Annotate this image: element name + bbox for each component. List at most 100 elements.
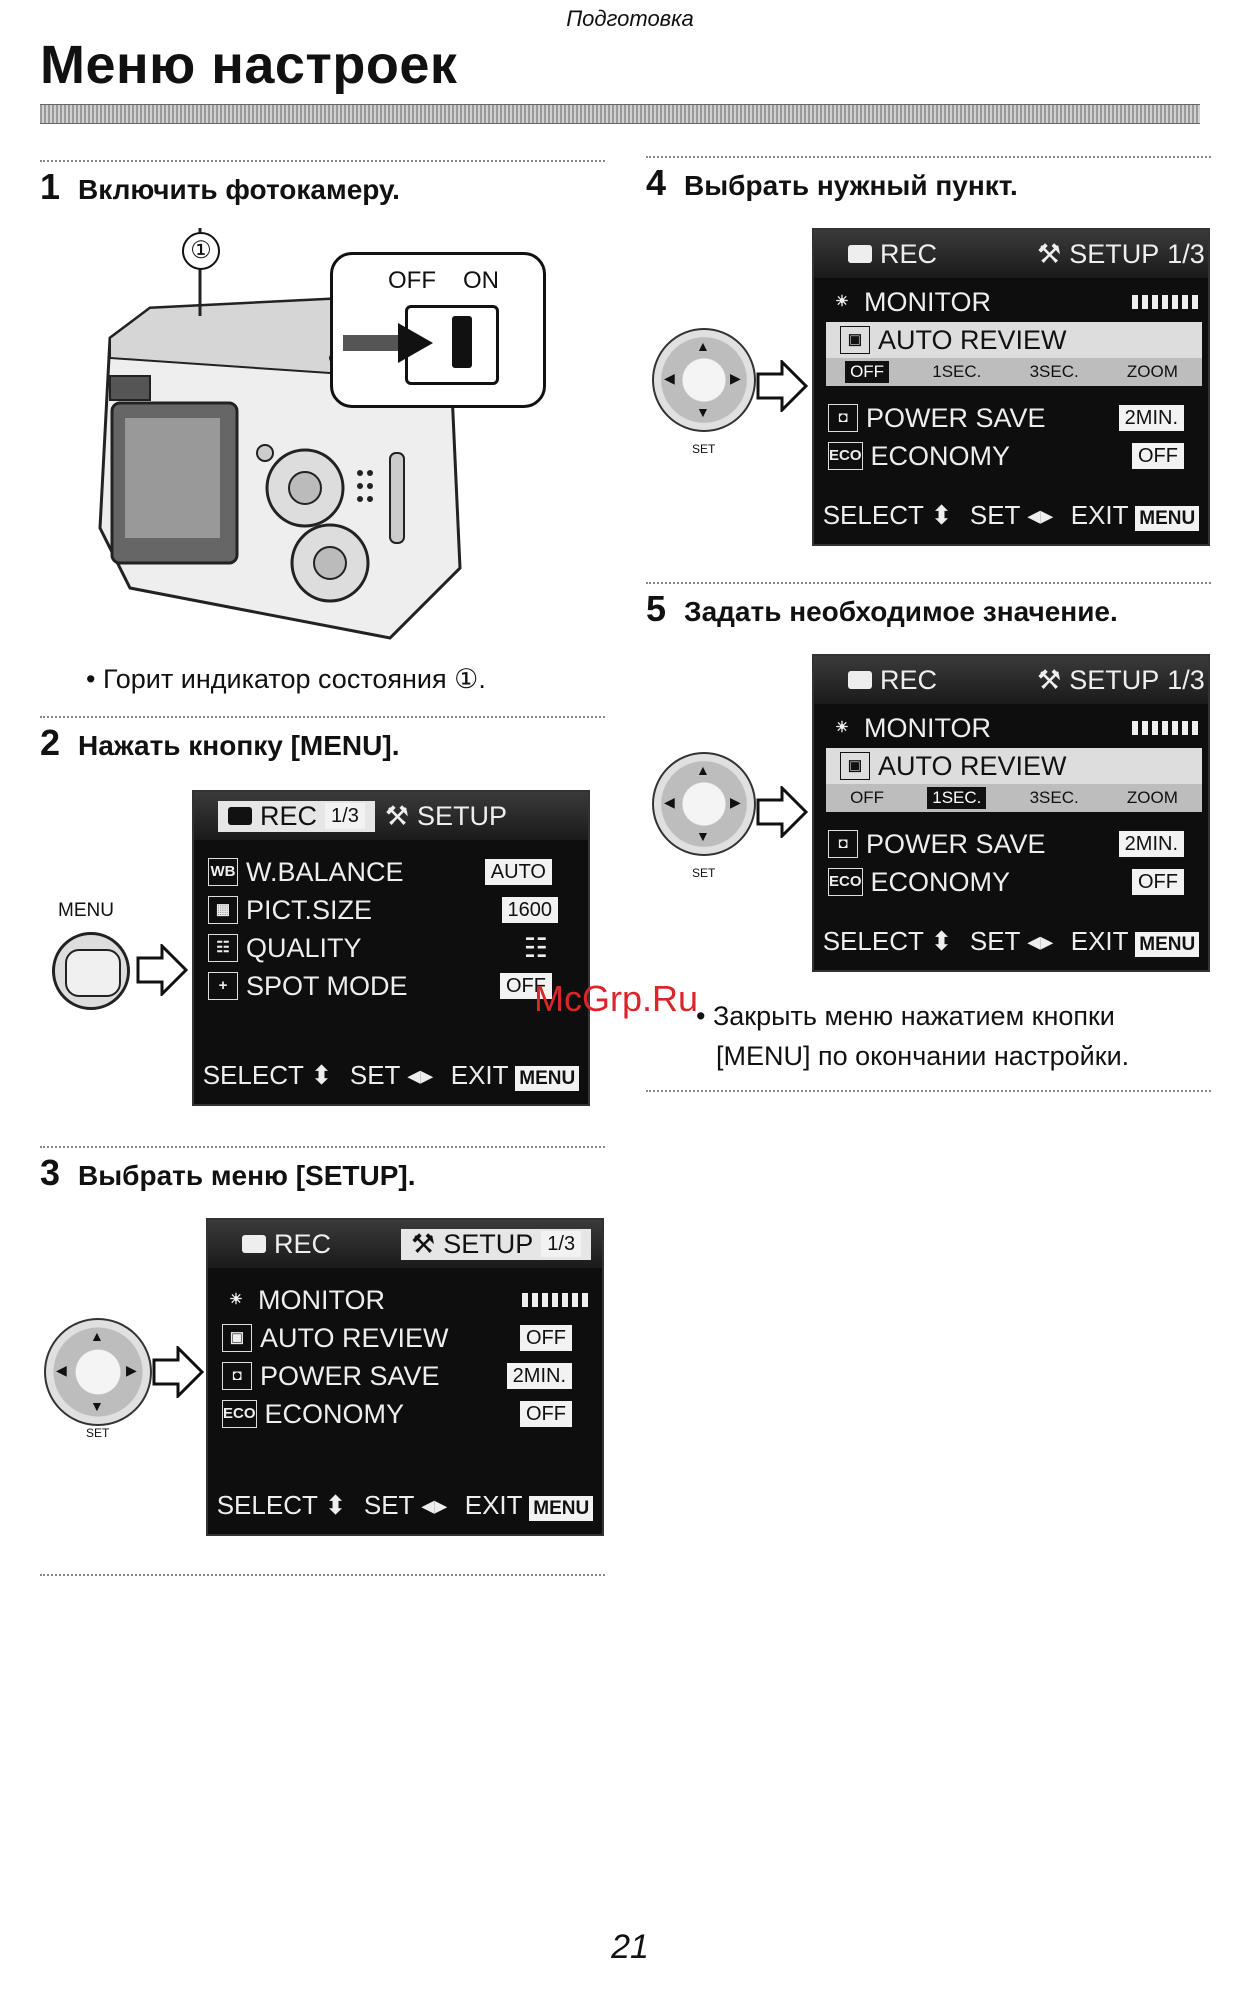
step-4: 4 Выбрать нужный пункт. (646, 162, 1018, 204)
tab-setup: ⚒SETUP (384, 800, 508, 831)
tab-rec: REC (232, 1229, 341, 1260)
quality-icon: ☷ (208, 934, 238, 962)
arrow-right-icon (756, 786, 808, 838)
divider (40, 160, 605, 162)
monitor-level-icon (1132, 295, 1198, 309)
camera-icon (242, 1235, 266, 1253)
title-rule (40, 104, 1200, 124)
dial-set-label: SET (692, 866, 716, 880)
menu-row-selected: ▣AUTO REVIEW (826, 322, 1202, 358)
step-number: 2 (40, 722, 61, 763)
tab-rec: REC (838, 239, 947, 270)
step-1: 1 Включить фотокамеру. (40, 166, 400, 208)
menu-button (52, 932, 130, 1010)
section-header: Подготовка (566, 6, 694, 31)
auto-review-icon: ▣ (222, 1324, 252, 1352)
step-number: 5 (646, 588, 667, 629)
menu-footer: SELECT ⬍SET ◂▸EXIT MENU (208, 1476, 602, 1534)
page-number: 21 (611, 1928, 649, 1966)
cursor-dial: ▲ ▼ ◀ ▶ (44, 1318, 152, 1426)
step-3: 3 Выбрать меню [SETUP]. (40, 1152, 416, 1194)
step-text: Выбрать нужный пункт. (684, 170, 1018, 201)
camera-icon (228, 807, 252, 825)
cursor-dial: ▲ ▼ ◀ ▶ (652, 752, 756, 856)
camera-icon (848, 671, 872, 689)
step-number: 4 (646, 162, 667, 203)
callout-marker: ① (182, 232, 220, 270)
divider (40, 716, 605, 718)
power-switch-zoom: OFF ON (330, 252, 546, 408)
menu-row: ☀MONITOR (814, 710, 1208, 746)
cursor-dial: ▲ ▼ ◀ ▶ (652, 328, 756, 432)
divider (40, 1574, 605, 1576)
wrench-icon: ⚒ (1037, 664, 1062, 695)
close-menu-note-line2: [MENU] по окончании настройки. (716, 1041, 1130, 1071)
page-title: Меню настроек (40, 35, 458, 95)
spot-mode-icon: + (208, 972, 238, 1000)
switch-off-label: OFF (388, 267, 436, 294)
dial-set-label: SET (692, 442, 716, 456)
divider (40, 1146, 605, 1148)
divider (646, 1090, 1211, 1092)
monitor-level-icon (1132, 721, 1198, 735)
switch-on-label: ON (463, 267, 499, 294)
arrow-right-icon (152, 1346, 204, 1398)
menu-row-selected: ▣AUTO REVIEW (826, 748, 1202, 784)
step-5: 5 Задать необходимое значение. (646, 588, 1118, 630)
auto-review-icon: ▣ (840, 752, 870, 780)
close-menu-note-line1: • Закрыть меню нажатием кнопки (696, 1001, 1115, 1031)
step-text: Нажать кнопку [MENU]. (78, 730, 400, 761)
divider (646, 582, 1211, 584)
watermark: McGrp.Ru (534, 978, 699, 1019)
step-text: Включить фотокамеру. (78, 174, 400, 205)
brightness-icon: ☀ (229, 1291, 243, 1308)
power-save-icon: ◘ (828, 830, 858, 858)
auto-review-icon: ▣ (840, 326, 870, 354)
pict-size-icon: ▦ (208, 896, 238, 924)
status-lamp-note: • Горит индикатор состояния ①. (86, 664, 486, 694)
arrow-right-icon (343, 323, 433, 363)
menu-button-label: MENU (58, 900, 114, 921)
menu-row: ☷QUALITY☷ (194, 930, 588, 966)
eco-icon: ECO (222, 1400, 257, 1428)
step-number: 1 (40, 166, 61, 207)
eco-icon: ECO (828, 868, 863, 896)
wrench-icon: ⚒ (411, 1228, 436, 1259)
arrow-right-icon (756, 360, 808, 412)
tab-rec: REC (838, 665, 947, 696)
menu-footer: SELECT ⬍SET ◂▸EXIT MENU (814, 486, 1208, 544)
brightness-icon: ☀ (835, 719, 849, 736)
menu-row: ☀MONITOR (814, 284, 1208, 320)
step-text: Задать необходимое значение. (684, 596, 1118, 627)
brightness-icon: ☀ (835, 293, 849, 310)
step-number: 3 (40, 1152, 61, 1193)
power-save-icon: ◘ (222, 1362, 252, 1390)
power-save-icon: ◘ (828, 404, 858, 432)
eco-icon: ECO (828, 442, 863, 470)
step-2: 2 Нажать кнопку [MENU]. (40, 722, 399, 764)
step-text: Выбрать меню [SETUP]. (78, 1160, 416, 1191)
arrow-right-icon (136, 944, 188, 996)
